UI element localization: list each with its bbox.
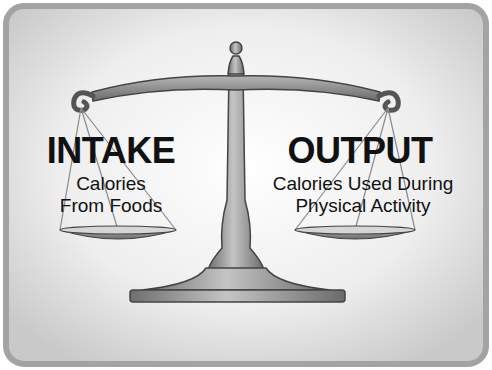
pan-caption: Calories From Foods [55, 173, 167, 217]
beam-curl [74, 93, 93, 110]
pan-rim [295, 226, 415, 234]
beam-curl [379, 93, 398, 110]
scale-knob [230, 42, 242, 54]
panel-frame [6, 6, 486, 364]
scale-base [142, 268, 330, 290]
base-plate [130, 290, 345, 302]
pan-heading: INTAKE [36, 131, 186, 171]
pan-caption: Calories Used During Physical Activity [265, 173, 461, 217]
scale-pan-node: OUTPUTCalories Used During Physical Acti… [265, 100, 455, 240]
scale-column [208, 70, 264, 270]
scale-finial [228, 56, 244, 74]
scale-pan-node: INTAKECalories From Foods [36, 100, 186, 240]
scale-beam [92, 76, 380, 101]
pan-rim [60, 226, 176, 234]
pan-heading: OUTPUT [265, 131, 455, 171]
